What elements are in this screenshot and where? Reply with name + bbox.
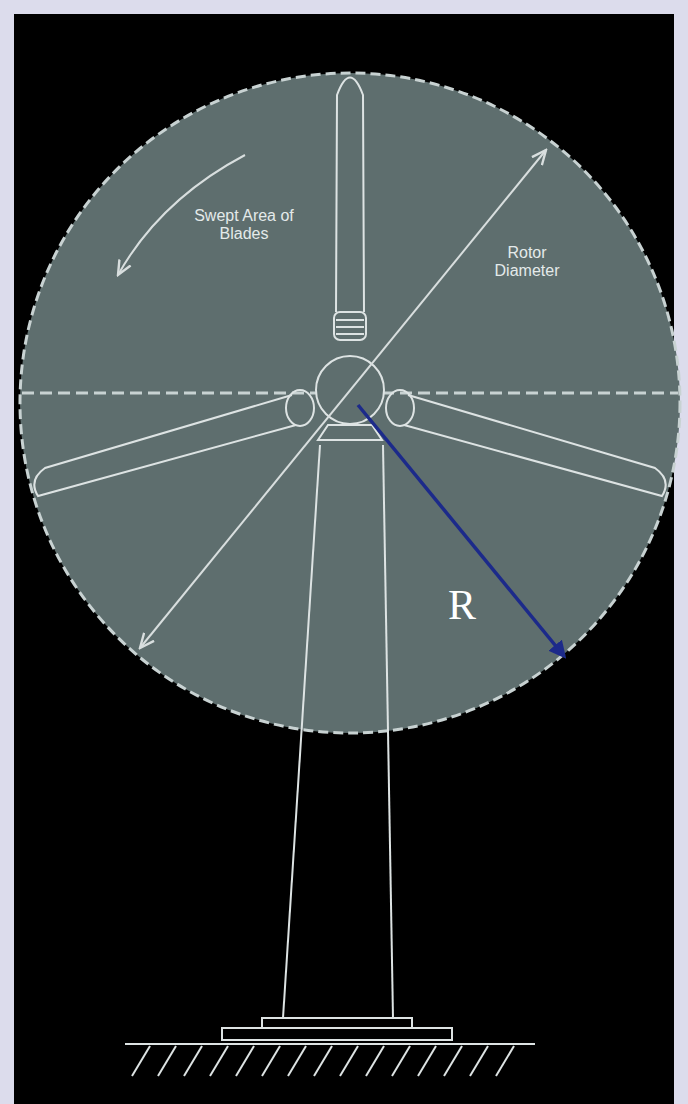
ground-hatch <box>132 1046 514 1076</box>
foundation <box>222 1028 452 1040</box>
blade-root <box>386 390 414 426</box>
radius-arrow <box>358 405 564 656</box>
dimension-label: Rotor Diameter <box>481 244 573 281</box>
hatch-mark <box>392 1046 410 1076</box>
hatch-mark <box>496 1046 514 1076</box>
hatch-mark <box>236 1046 254 1076</box>
hatch-mark <box>470 1046 488 1076</box>
hatch-mark <box>418 1046 436 1076</box>
blade-root <box>334 312 366 340</box>
blade <box>34 395 296 496</box>
foundation <box>262 1018 412 1028</box>
hatch-mark <box>132 1046 150 1076</box>
hatch-mark <box>262 1046 280 1076</box>
radius-label: R <box>442 581 482 629</box>
hatch-mark <box>444 1046 462 1076</box>
hatch-mark <box>210 1046 228 1076</box>
nacelle-base <box>318 425 382 440</box>
diameter-line <box>140 150 546 648</box>
tower-edge <box>383 445 393 1018</box>
ground-line <box>125 1043 535 1045</box>
blade <box>336 78 364 313</box>
blade <box>404 395 666 496</box>
swept-area-circle <box>20 73 680 733</box>
hatch-mark <box>314 1046 332 1076</box>
hatch-mark <box>184 1046 202 1076</box>
hatch-mark <box>288 1046 306 1076</box>
tower-edge <box>283 445 320 1018</box>
hatch-mark <box>158 1046 176 1076</box>
turbine-outline <box>34 78 665 1045</box>
hatch-mark <box>340 1046 358 1076</box>
area-label: Swept Area of Blades <box>188 207 300 244</box>
blade-root <box>286 390 314 426</box>
hatch-mark <box>366 1046 384 1076</box>
